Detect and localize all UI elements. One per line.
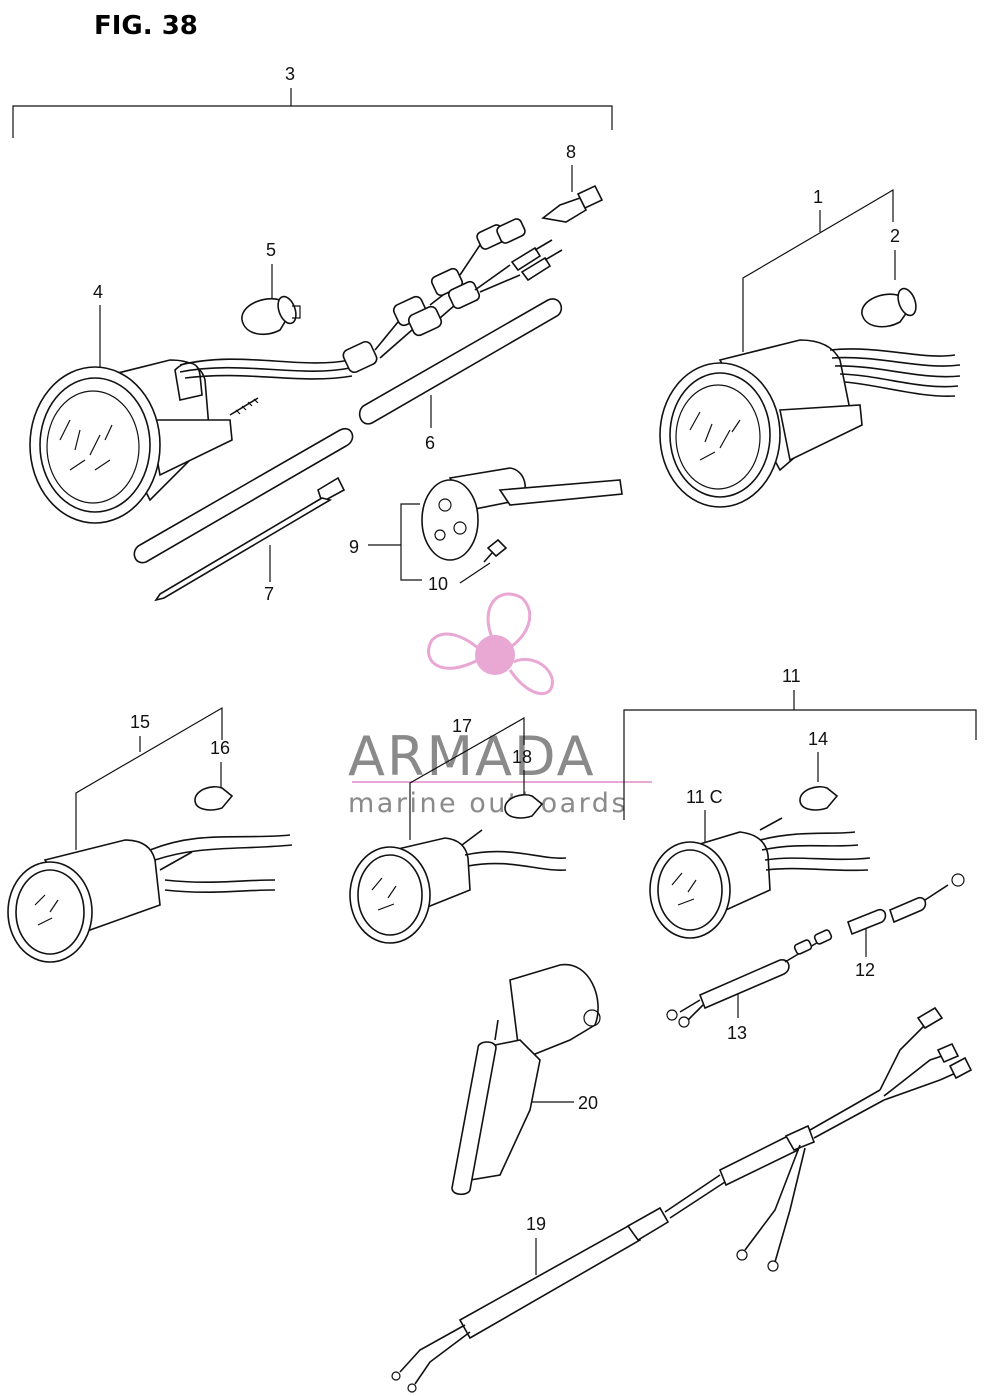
label-18: 18 [512,747,532,767]
label-3: 3 [285,64,295,84]
label-17: 17 [452,716,472,736]
bracket-3 [12,105,613,138]
label-13: 13 [727,1023,747,1043]
label-11c: 11 C [686,787,723,807]
bracket-17 [409,716,525,840]
gauge-1 [659,287,961,508]
label-1: 1 [813,187,823,207]
switch-9 [421,467,623,563]
bracket-1 [742,188,894,352]
bracket-11 [623,709,977,820]
leader-lines [12,88,977,1275]
label-11: 11 [782,666,801,686]
figure-title: FIG. 38 [94,11,198,41]
bracket-15 [75,706,223,850]
label-5: 5 [266,240,276,260]
tube-6 [133,298,563,564]
lead-wire-12-13 [666,873,965,1028]
label-2: 2 [890,226,900,246]
label-7: 7 [264,584,274,604]
callout-labels: 3 8 1 2 5 4 6 9 10 7 11 15 16 17 18 14 1… [93,64,900,1234]
leader-10 [459,562,491,584]
cable-tie-7 [154,476,346,602]
label-19: 19 [526,1214,546,1234]
label-6: 6 [425,433,435,453]
bulb-5 [241,295,301,336]
trim-sender-20 [451,963,601,1196]
watermark: ARMADA marine outboards [348,592,652,819]
label-15: 15 [130,712,150,732]
label-14: 14 [808,729,828,749]
label-16: 16 [210,738,230,758]
propeller-logo [427,592,554,695]
label-4: 4 [93,282,103,302]
label-12: 12 [855,960,875,980]
label-9: 9 [349,537,359,557]
label-10: 10 [428,574,448,594]
wire-harness-19 [391,1006,973,1393]
label-20: 20 [578,1093,598,1113]
watermark-brand: ARMADA [348,725,596,788]
gauge-17 [349,793,567,944]
gauge-11c [649,785,871,939]
label-8: 8 [566,142,576,162]
watermark-tagline: marine outboards [348,788,628,819]
bracket-9 [400,503,422,581]
gauge-15 [7,785,293,963]
propeller-hub [475,635,515,675]
bulb-8 [541,184,604,223]
gauge-4 [29,218,563,524]
